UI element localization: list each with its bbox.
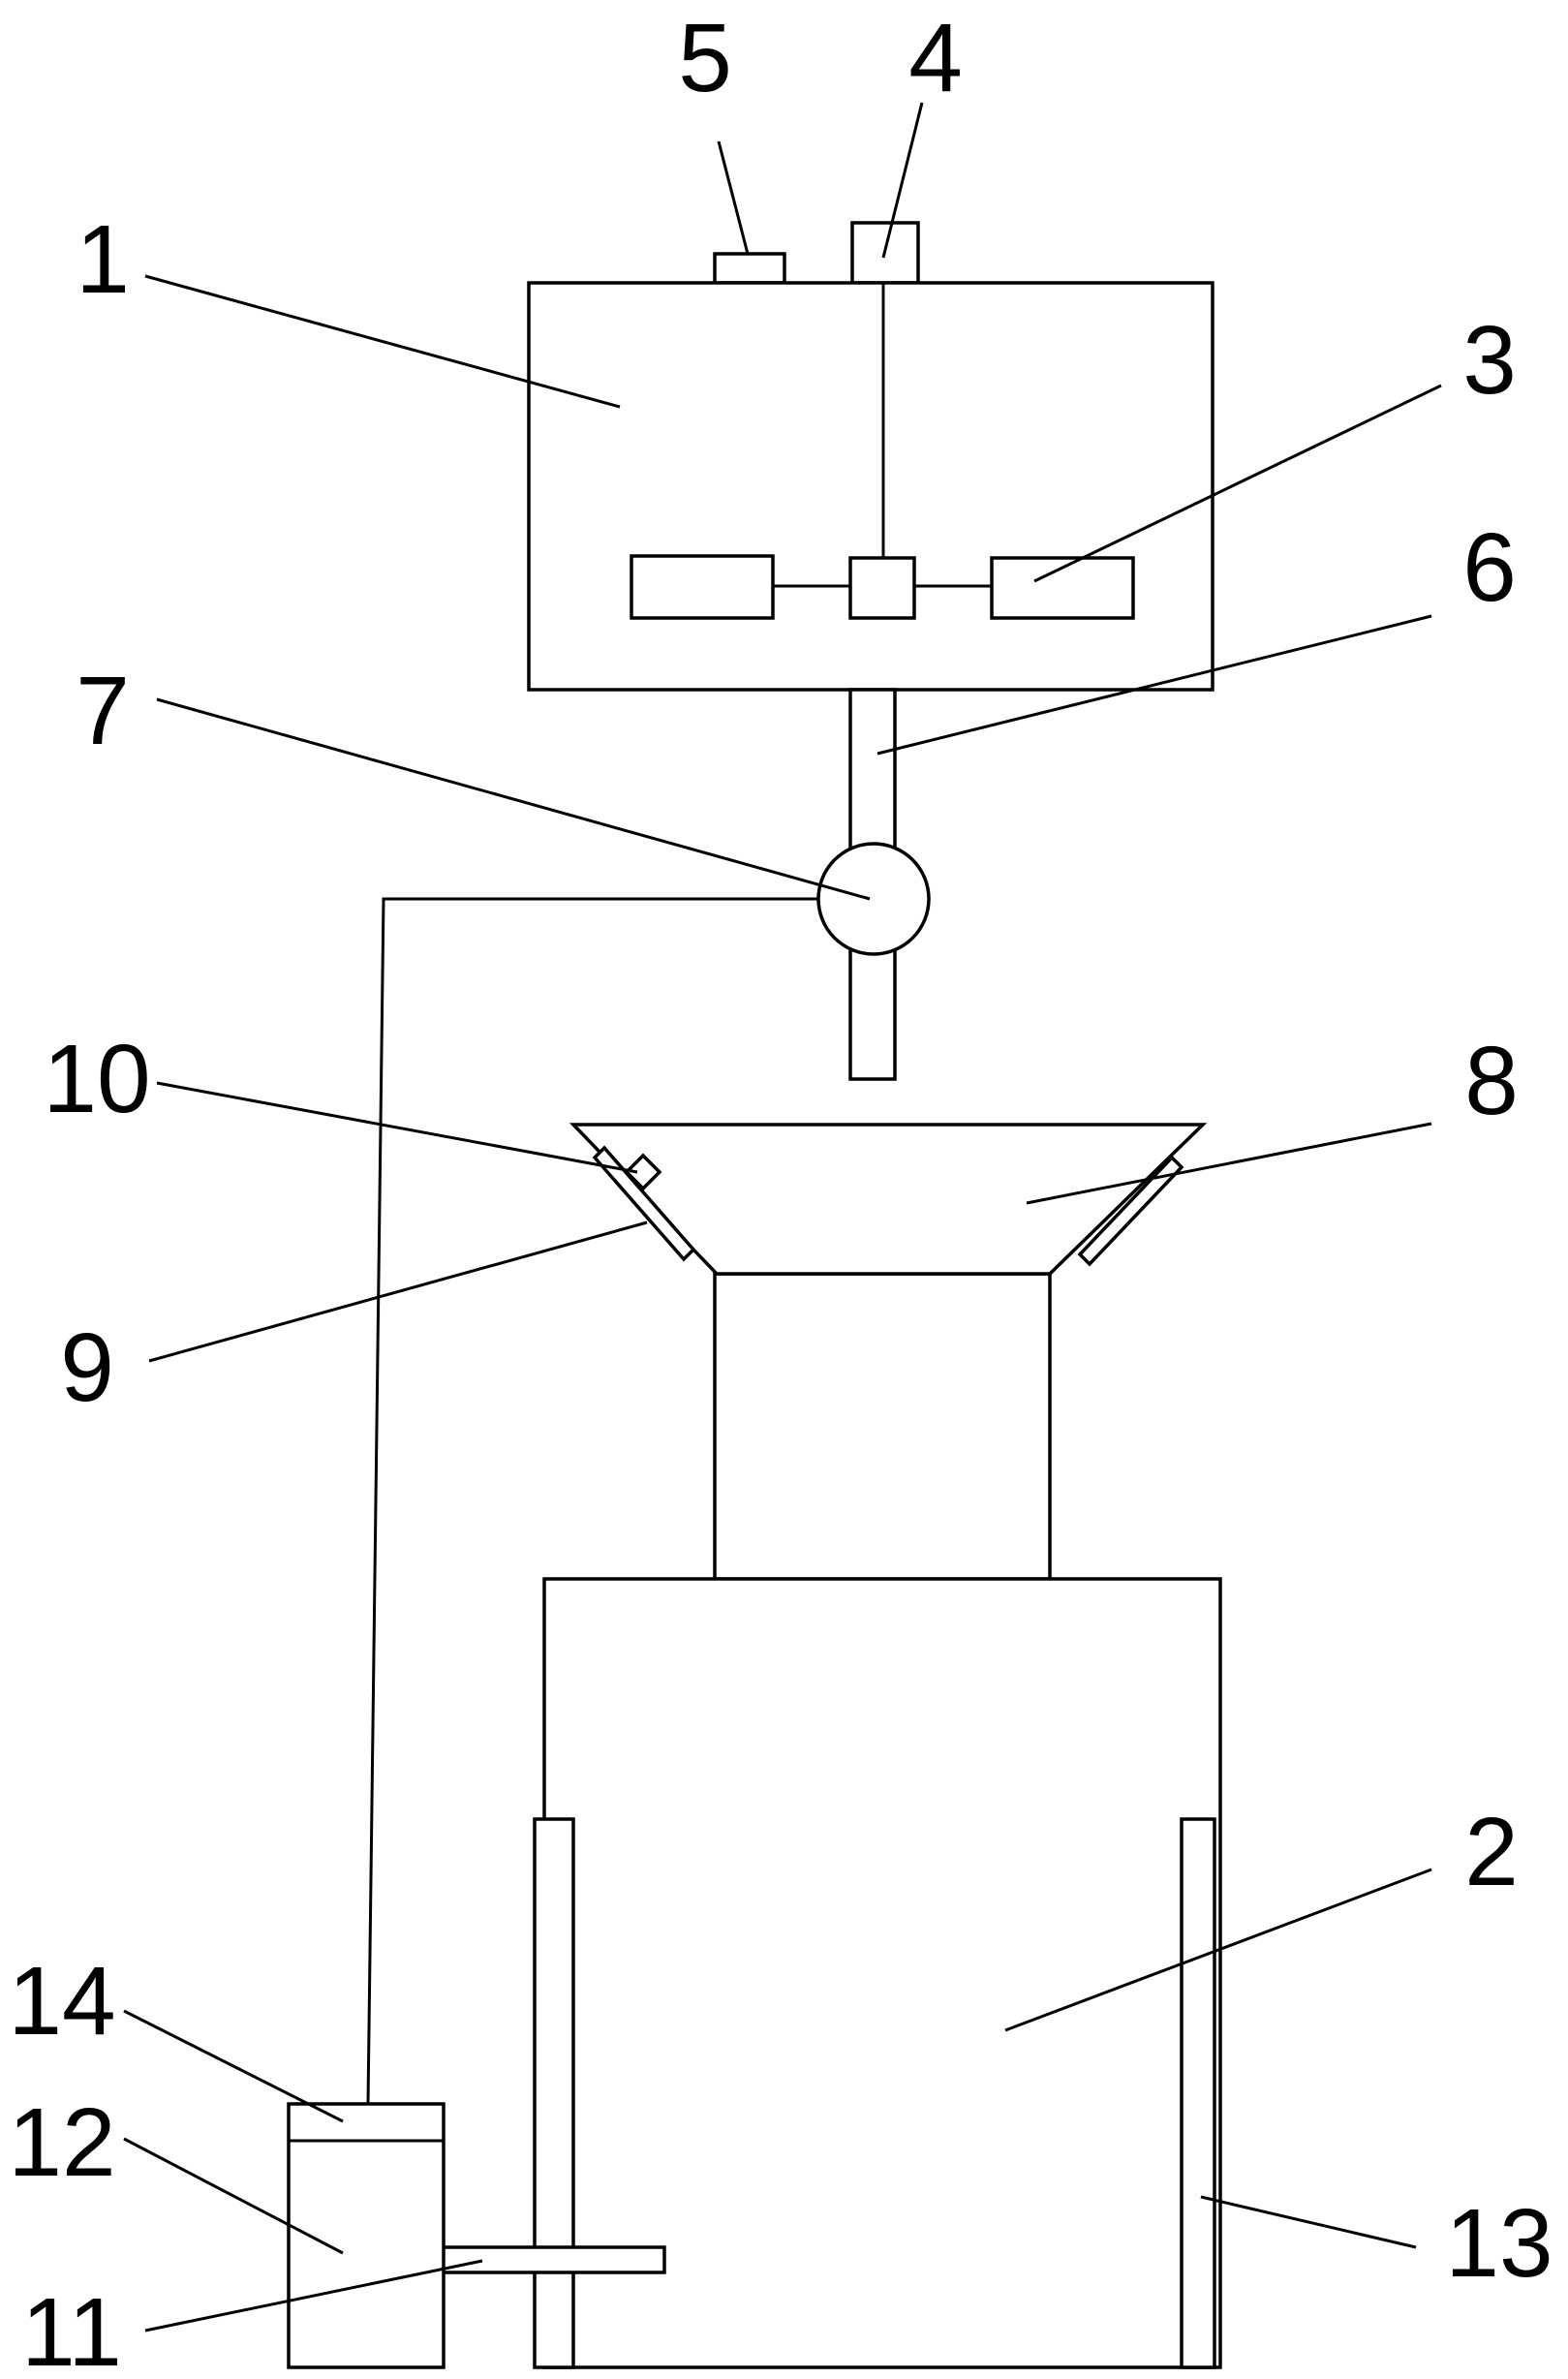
- control-line: [366, 897, 818, 2105]
- agitator-blade-left: [630, 554, 775, 620]
- leader-1: [144, 274, 621, 409]
- label-7: 7: [76, 657, 130, 765]
- leader-11: [144, 2259, 483, 2333]
- label-9: 9: [60, 1313, 114, 1422]
- part-11-pipe: [440, 2245, 666, 2274]
- leader-3: [1033, 384, 1442, 583]
- label-2: 2: [1464, 1798, 1519, 1906]
- label-4: 4: [908, 4, 963, 112]
- leader-8: [1026, 1122, 1432, 1205]
- part-12-tank: [287, 2102, 446, 2369]
- agitator-hub: [848, 556, 916, 620]
- leader-5: [717, 140, 750, 255]
- label-13: 13: [1445, 2189, 1553, 2298]
- label-14: 14: [8, 1947, 115, 2055]
- leader-4: [881, 102, 924, 259]
- part-2-lower-container: [542, 1577, 1222, 2369]
- leader-2: [1004, 1868, 1432, 2032]
- leader-7: [156, 697, 871, 901]
- label-3: 3: [1462, 306, 1517, 415]
- label-1: 1: [76, 205, 130, 314]
- leader-6: [876, 614, 1432, 756]
- part-8-funnel: [569, 1123, 1208, 1276]
- leader-12: [123, 2137, 344, 2255]
- label-10: 10: [43, 1025, 150, 1133]
- leader-14: [123, 2009, 344, 2123]
- part-13-wall-right: [1180, 1817, 1216, 2369]
- leader-10: [156, 1081, 638, 1174]
- label-11: 11: [21, 2278, 122, 2379]
- label-12: 12: [8, 2088, 115, 2197]
- leader-13: [1200, 2195, 1417, 2249]
- part-9-plate-right: [1077, 1155, 1184, 1267]
- part-1-upper-box: [527, 281, 1214, 692]
- part-10-sensor: [624, 1153, 662, 1191]
- part-7-valve: [816, 842, 931, 956]
- leader-9: [148, 1220, 648, 1363]
- part-5-fitting: [713, 252, 786, 285]
- label-5: 5: [678, 4, 732, 112]
- part-13-wall-left: [533, 1817, 575, 2369]
- part-9-plate-left: [592, 1145, 696, 1262]
- part-3-agitator-blade-right: [990, 556, 1135, 620]
- funnel-tube: [713, 1272, 1052, 1581]
- label-8: 8: [1464, 1027, 1519, 1135]
- label-6: 6: [1462, 513, 1517, 622]
